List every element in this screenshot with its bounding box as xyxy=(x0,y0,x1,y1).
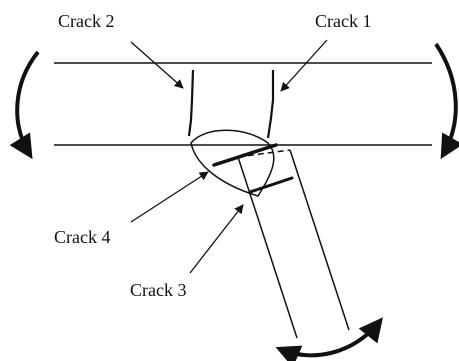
left-curved-arrow xyxy=(9,50,40,160)
crack-3-label: Crack 3 xyxy=(130,280,186,300)
crack-1-label: Crack 1 xyxy=(315,11,371,31)
column-right-edge xyxy=(289,149,350,331)
crack-4-leader-arrow xyxy=(130,171,209,223)
crack-1-leader-arrow xyxy=(280,39,328,92)
column-dashed-top xyxy=(237,149,291,158)
column-left-edge xyxy=(237,156,298,339)
crack-joint-stroke-upper xyxy=(212,143,278,167)
crack-1-line xyxy=(266,70,275,139)
right-curved-arrow xyxy=(434,42,459,160)
bottom-curved-double-arrow xyxy=(275,317,384,361)
crack-3-leader-arrow xyxy=(189,204,244,274)
crack-joint-stroke-lower xyxy=(248,176,294,194)
crack-2-line xyxy=(187,69,195,137)
crack-2-label: Crack 2 xyxy=(58,11,114,31)
crack-4-lens xyxy=(190,129,275,197)
crack-2-leader-arrow xyxy=(130,41,184,89)
crack-4-label: Crack 4 xyxy=(54,227,110,247)
